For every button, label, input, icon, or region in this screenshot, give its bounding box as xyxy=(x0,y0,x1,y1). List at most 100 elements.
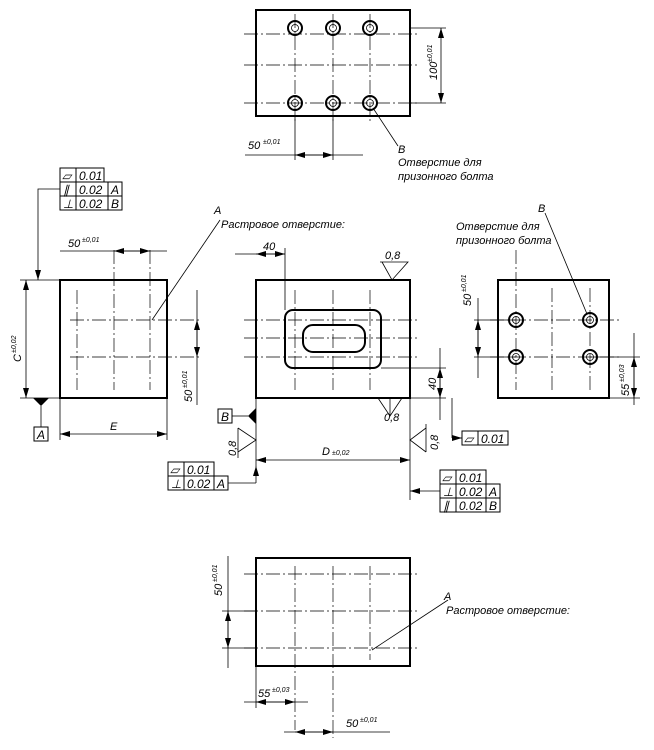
svg-text:±0,02: ±0,02 xyxy=(11,335,18,353)
dim-50-right: 50 ±0,01 xyxy=(461,274,474,306)
note-line: призонного болта xyxy=(398,171,494,183)
dim-50-tolerance: ±0,01 xyxy=(82,237,100,244)
leader-line xyxy=(151,219,221,321)
fcf-leader xyxy=(35,188,60,280)
ref-b: B xyxy=(398,144,405,156)
flatness-icon: ▱ xyxy=(464,432,475,446)
ref-a: A xyxy=(443,591,451,603)
leader-line xyxy=(372,107,399,147)
svg-text:±0,01: ±0,01 xyxy=(212,564,219,582)
hole xyxy=(291,24,299,32)
perpendicularity-icon: ⊥ xyxy=(443,485,453,499)
dim-50-vertical: 50 ±0,01 xyxy=(182,370,195,402)
svg-text:0.01: 0.01 xyxy=(481,432,504,446)
raster-note: Растровое отверстие: xyxy=(446,605,570,617)
dim-50-value: 50 xyxy=(68,238,81,250)
note-line: Отверстие для xyxy=(456,221,540,233)
svg-text:50: 50 xyxy=(462,293,474,306)
roughness-symbol xyxy=(380,261,409,281)
dim-50-tolerance: ±0,01 xyxy=(263,139,281,146)
dim-55-right: 55 ±0,03 xyxy=(619,364,632,396)
svg-text:0.02: 0.02 xyxy=(459,485,483,499)
svg-text:±0,03: ±0,03 xyxy=(619,364,626,382)
hole xyxy=(362,95,378,111)
fcf-flatness: ▱ 0.01 xyxy=(461,430,509,446)
svg-text:50: 50 xyxy=(213,583,225,596)
svg-text:100: 100 xyxy=(428,61,440,80)
parallelism-icon: ∥ xyxy=(63,183,70,197)
dim-50-value: 50 xyxy=(248,140,261,152)
hole xyxy=(329,24,337,32)
ref-a: A xyxy=(213,205,221,217)
svg-text:±0,01: ±0,01 xyxy=(427,44,434,62)
perpendicularity-icon: ⊥ xyxy=(171,477,181,491)
roughness-bottom: 0,8 xyxy=(384,412,400,424)
hole xyxy=(586,316,594,324)
dim-40-right: 40 xyxy=(427,377,439,390)
hole xyxy=(287,95,303,111)
top-view: 100 ±0,01 50 ±0,01 B Отверстие для призо… xyxy=(244,9,494,183)
roughness-symbol xyxy=(237,427,257,453)
raster-note: Растровое отверстие: xyxy=(221,219,345,231)
left-view: ▱ 0.01 ∥ 0.02 A ⊥ 0.02 B 50 ±0,01 50 ±0,… xyxy=(11,167,345,442)
datum-a-box xyxy=(33,426,49,442)
dim-40-top: 40 xyxy=(263,241,276,253)
fcf-front-right: ▱ 0.01 ⊥ 0.02 A ∥ 0.02 B xyxy=(439,469,501,513)
dim-d: D xyxy=(322,446,330,458)
datum-b: B xyxy=(221,410,229,424)
leader-line xyxy=(544,212,588,315)
svg-text:0.02: 0.02 xyxy=(187,477,211,491)
bottom-view: 50 ±0,01 A Растровое отверстие: 55 ±0,03… xyxy=(212,556,570,738)
flatness-icon: ▱ xyxy=(62,169,73,183)
dim-d-tolerance: ±0,02 xyxy=(332,450,350,457)
datum-a: A xyxy=(36,428,45,442)
svg-text:A: A xyxy=(488,485,497,499)
fcf-left-top: ▱ 0.01 ∥ 0.02 A ⊥ 0.02 B xyxy=(59,167,123,211)
parallelism-icon: ∥ xyxy=(443,499,450,513)
bolt-holes-top xyxy=(287,20,378,111)
fcf-front-left: ▱ 0.01 ⊥ 0.02 A xyxy=(167,461,229,491)
svg-text:±0,01: ±0,01 xyxy=(182,370,189,388)
front-view-outline xyxy=(255,279,411,399)
dim-50-tolerance: ±0,01 xyxy=(360,717,378,724)
right-view-outline xyxy=(497,279,610,399)
svg-text:B: B xyxy=(489,499,497,513)
roughness-top: 0,8 xyxy=(385,250,401,262)
note-line: призонного болта xyxy=(456,235,552,247)
svg-text:B: B xyxy=(111,197,119,211)
hole xyxy=(366,24,374,32)
svg-text:A: A xyxy=(110,183,119,197)
svg-text:±0,01: ±0,01 xyxy=(461,274,468,292)
roughness-symbol xyxy=(409,427,427,453)
right-view: B Отверстие для призонного болта 50 ±0,0… xyxy=(456,203,640,405)
ref-b: B xyxy=(538,203,545,215)
flatness-icon: ▱ xyxy=(170,463,181,477)
svg-text:C: C xyxy=(12,354,24,362)
hole xyxy=(329,99,337,107)
datum-triangle xyxy=(248,408,256,424)
svg-text:50: 50 xyxy=(183,389,195,402)
svg-text:0.02: 0.02 xyxy=(79,197,103,211)
svg-text:0.01: 0.01 xyxy=(459,471,482,485)
front-view: 40 0,8 40 0,8 B 0,8 0,8 xyxy=(167,241,509,513)
dim-50-bottom: 50 ±0,01 xyxy=(212,564,225,596)
roughness-left: 0,8 xyxy=(227,440,239,456)
hole xyxy=(291,99,299,107)
dim-55-value: 55 xyxy=(258,688,271,700)
perpendicularity-icon: ⊥ xyxy=(63,197,73,211)
leader-line xyxy=(371,599,449,651)
roughness-right: 0,8 xyxy=(429,434,441,450)
dim-50-value: 50 xyxy=(346,718,359,730)
flatness-icon: ▱ xyxy=(442,471,453,485)
svg-text:0.01: 0.01 xyxy=(187,463,210,477)
hole xyxy=(582,312,598,328)
datum-triangle xyxy=(33,398,49,406)
bolt-holes-right xyxy=(508,312,598,365)
hole xyxy=(366,99,374,107)
hole xyxy=(287,20,303,36)
hole xyxy=(325,95,341,111)
svg-text:0.01: 0.01 xyxy=(79,169,102,183)
svg-text:40: 40 xyxy=(427,377,439,390)
dim-55-tolerance: ±0,03 xyxy=(272,687,290,694)
